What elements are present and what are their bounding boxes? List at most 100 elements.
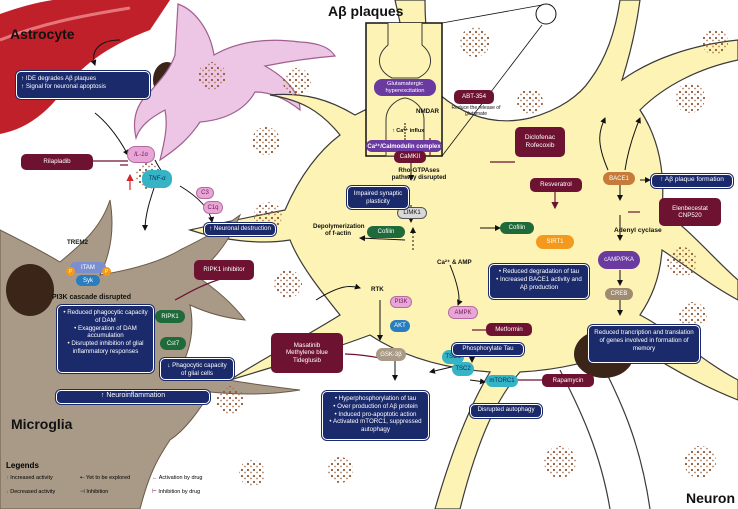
- phospho-right: P: [102, 267, 111, 276]
- legend-inhibition-drug: ⊢ Inhibition by drug: [152, 489, 200, 495]
- pi3k-node: PI3K: [390, 296, 412, 308]
- rofecoxib-label: Rofecoxib: [525, 142, 555, 149]
- sirt1-effect-1: • Reduced degradation of tau: [498, 268, 580, 275]
- tideglusib-label: Tideglusib: [293, 356, 321, 364]
- microglia-effect-1: • Reduced phagocytic capacity of DAM: [63, 309, 148, 324]
- astrocyte-effects-box: ↑ IDE degrades Aβ plaques ↑ Signal for n…: [16, 71, 150, 99]
- akt-node: AKT: [390, 320, 410, 332]
- abt-354-note: Reduce the release of glutamate: [451, 105, 501, 117]
- blood-vessel: [0, 0, 170, 134]
- legend-panel: Legends ↑ Increased activity ↓ Decreased…: [2, 459, 226, 507]
- cofilin-node: Cofilin: [500, 222, 534, 234]
- ca-influx-label: ↑ Ca²⁺ influx: [392, 128, 425, 134]
- gsk3b-node: GSK-3β: [376, 348, 406, 361]
- cofilin-p-node: Cofilin: [367, 226, 405, 238]
- diclofenac-label: Diclofenac: [524, 134, 556, 142]
- sirt1-effects-box: • Reduced degradation of tau • Increased…: [489, 264, 589, 299]
- bace1-node: BACE1: [603, 172, 635, 185]
- camkii-node: CaMKII: [394, 151, 426, 163]
- cnp520-label: CNP520: [678, 212, 702, 219]
- neuron-cell: [187, 0, 738, 509]
- abt-354-drug: ABT-354: [454, 90, 494, 104]
- microglia-effect-2: • Exaggeration of DAM accumulation: [74, 324, 137, 340]
- ripk1-inhibitor-drug: RIPK1 inhibitor: [194, 260, 254, 280]
- rapamycin-drug: Rapamycin: [542, 374, 594, 387]
- ampk-node: AMPK: [448, 306, 478, 319]
- trem2-label: TREM2: [67, 239, 88, 246]
- pi3k-cascade-label: PI3K cascade disrupted: [52, 294, 131, 301]
- dashed-arrow-icon: ⇠: [80, 475, 85, 481]
- sirt1-effect-2: • Increased BACE1 activity and Aβ produc…: [496, 275, 582, 291]
- abeta-plaques-label: Aβ plaques: [328, 3, 404, 19]
- legend-activation-drug: ← Activation by drug: [152, 475, 202, 481]
- impaired-plasticity-box: Impaired synaptic plasticity: [347, 186, 409, 209]
- maroon-inhibition-icon: ⊢: [152, 489, 157, 495]
- tnfa-node: TNF-α: [142, 170, 172, 188]
- gsk-effect-3: • Induced pro-apoptotic action: [334, 410, 417, 418]
- disrupted-autophagy-box: Disrupted autophagy: [470, 404, 542, 418]
- microglia-nucleus: [6, 264, 54, 316]
- f-actin-label: Depolymerization of f-actin: [313, 223, 365, 237]
- inhibition-icon: ⊣: [80, 489, 85, 495]
- il1a-node: IL-1α: [127, 146, 155, 163]
- legend-unexplored: ⇠ Yet to be explored: [80, 475, 130, 481]
- ca-amp-label: Ca²⁺ & AMP: [437, 259, 472, 266]
- astrocyte-label: Astrocyte: [10, 26, 75, 42]
- neuroinflammation-box: ↑ Neuroinflammation: [56, 390, 210, 404]
- elenbecestat-label: Elenbecestat: [672, 204, 708, 212]
- phosphorylate-tau-box: Phosphorylate Tau: [452, 343, 524, 356]
- gsk-effect-2: • Over production of Aβ protein: [333, 402, 418, 410]
- neuronal-destruction-box: ↑ Neuronal destruction: [204, 223, 276, 236]
- astrocyte-effect-2: ↑ Signal for neuronal apoptosis: [21, 82, 106, 90]
- limk1-node: LIMK1: [397, 207, 427, 219]
- sirt1-node: SIRT1: [536, 235, 574, 249]
- legend-inhibition: ⊣ Inhibition: [80, 489, 108, 495]
- microglia-effect-3: • Disrupted inhibition of glial inflamma…: [67, 340, 144, 355]
- ripk1-node: RIPK1: [155, 310, 185, 323]
- legend-inhibition-label: Inhibition: [86, 489, 109, 495]
- legend-decreased: ↓ Decreased activity: [6, 489, 55, 495]
- gsk-effect-4: • Activated mTORC1, suppressed autophagy: [329, 418, 422, 433]
- mtorc1-node: mTORC1: [486, 375, 518, 387]
- resveratrol-drug: Resveratrol: [530, 178, 582, 192]
- astrocyte-cell: [133, 3, 337, 162]
- phospho-left: P: [66, 267, 75, 276]
- syk-node: Syk: [76, 275, 100, 286]
- microglia-effects-box: • Reduced phagocytic capacity of DAM • E…: [57, 305, 154, 373]
- legend-unexplored-label: Yet to be explored: [86, 475, 131, 481]
- camp-pka-node: cAMP/PKA: [598, 251, 640, 269]
- glutamatergic-hyperexcitation-node: Glutamatergic hyperexcitation: [374, 79, 436, 96]
- elenbecestat-drug: Elenbecestat CNP520: [659, 198, 721, 226]
- diclofenac-rofecoxib-drug: Diclofenac Rofecoxib: [515, 127, 565, 157]
- adenyl-cyclase-label: Adenyl cyclase: [614, 227, 662, 234]
- rtk-label: RTK: [371, 286, 384, 293]
- itam-node: ITAM: [70, 262, 106, 273]
- creb-node: CREB: [605, 288, 633, 300]
- maroon-arrow-icon: ←: [152, 475, 158, 481]
- tsc2-node: TSC2: [452, 362, 474, 376]
- legend-increased: ↑ Increased activity: [6, 475, 53, 481]
- creb-effects-box: Reduced trancription and translation of …: [588, 325, 700, 363]
- masatinib-label: Masatinib: [293, 341, 321, 349]
- cst7-node: Cst7: [160, 337, 186, 350]
- gsk-effect-1: • Hyperphosphorylation of tau: [334, 395, 417, 402]
- c1q-node: C1q: [203, 201, 223, 214]
- abeta-formation-box: ↑ Aβ plaque formation: [651, 174, 733, 188]
- gsk3b-effects-box: • Hyperphosphorylation of tau • Over pro…: [322, 391, 429, 440]
- red-down-arrow-icon: ↓: [6, 489, 9, 495]
- astrocyte-effect-1: ↑ IDE degrades Aβ plaques: [21, 75, 97, 82]
- phagocytic-capacity-box: ↓ Phagocytic capacity of glial cells: [160, 358, 234, 380]
- neuron-label: Neuron: [686, 490, 735, 506]
- nmdar-label: NMDAR: [416, 108, 440, 115]
- methylene-blue-label: Methylene blue: [286, 349, 328, 357]
- legend-increased-label: Increased activity: [10, 475, 53, 481]
- metformin-drug: Metformin: [486, 323, 532, 336]
- calmodulin-complex-node: Ca²⁺/Calmodulin complex: [366, 140, 442, 152]
- legend-title: Legends: [6, 461, 39, 470]
- rho-gtpases-label: Rho-GTPAses pathway disrupted: [391, 167, 447, 181]
- red-up-arrow-icon: ↑: [6, 475, 9, 481]
- masatinib-group-drug: Masatinib Methylene blue Tideglusib: [271, 333, 343, 373]
- c3-node: C3: [196, 187, 214, 199]
- rilapladib-drug: Rilapladib: [21, 154, 93, 170]
